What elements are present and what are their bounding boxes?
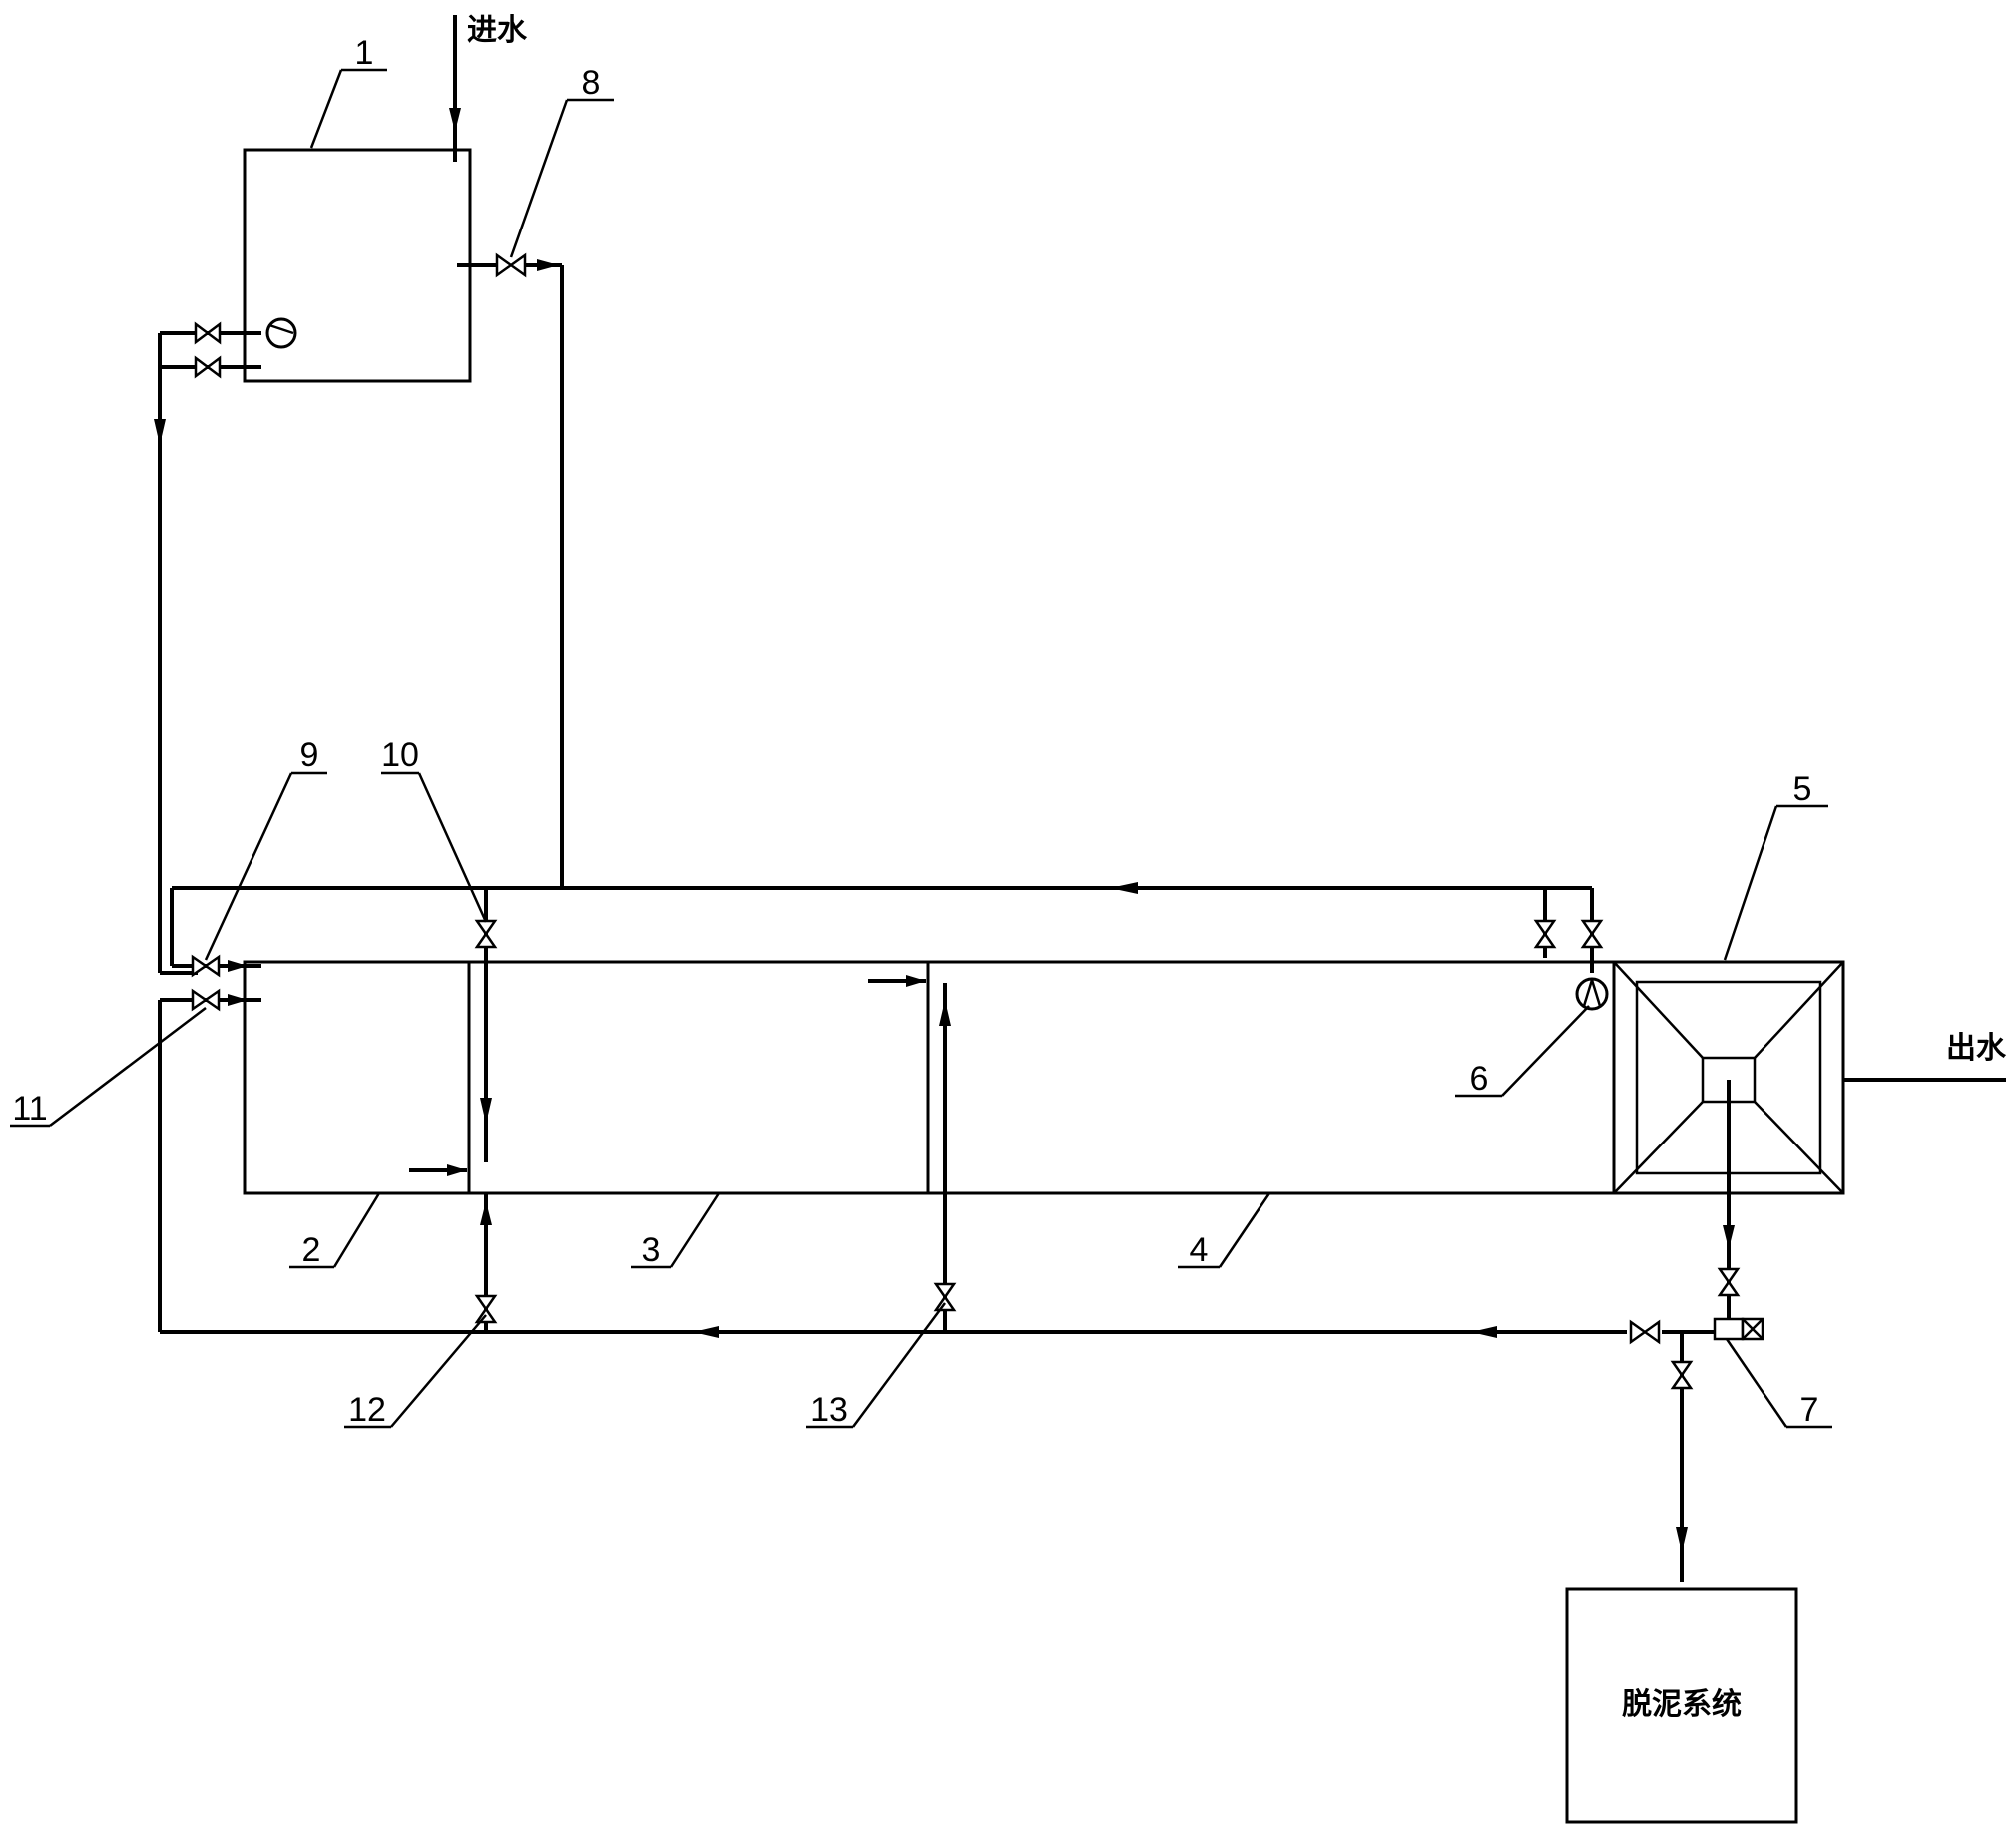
number-labels: 1 8 9 10 5 6 11 2 3 4 12 13 7 <box>12 34 1818 1429</box>
valve-tank1-lower[interactable] <box>194 355 222 379</box>
tank2-inner-arrow <box>409 1164 467 1176</box>
outlet-label: 出水 <box>1946 1031 2007 1066</box>
valve-sludge-drain[interactable] <box>1717 1267 1741 1297</box>
tank-1-outlets <box>154 331 261 975</box>
valve-8[interactable] <box>495 252 527 278</box>
label-2: 2 <box>302 1231 321 1269</box>
valve-9[interactable] <box>191 954 221 978</box>
bottom-return-pipe <box>160 1326 1715 1338</box>
label-1: 1 <box>355 34 374 72</box>
label-11: 11 <box>12 1090 47 1128</box>
valve-sludge-system[interactable] <box>1670 1360 1694 1390</box>
valve-6-left[interactable] <box>1533 919 1557 949</box>
label-7: 7 <box>1800 1391 1819 1429</box>
valve-tank1-upper[interactable] <box>194 321 222 345</box>
valve-11[interactable] <box>191 988 221 1012</box>
label-10: 10 <box>381 736 419 774</box>
label-9: 9 <box>300 736 319 774</box>
sludge-system-box <box>1565 1587 1798 1824</box>
top-header-pipe <box>170 882 1594 973</box>
valve-13[interactable] <box>933 1282 957 1312</box>
inlet-label: 进水 <box>467 13 528 48</box>
leader-lines <box>10 68 1832 1429</box>
valve-7-line[interactable] <box>1629 1319 1661 1345</box>
pump-6-icon <box>1575 977 1609 1011</box>
label-12: 12 <box>348 1391 386 1429</box>
label-3: 3 <box>642 1231 661 1269</box>
label-13: 13 <box>810 1391 848 1429</box>
label-8: 8 <box>582 64 601 102</box>
label-5: 5 <box>1793 770 1812 808</box>
pipe-valve-13 <box>939 983 951 1332</box>
inlet-manifold-9-11 <box>158 960 261 1332</box>
label-4: 4 <box>1190 1231 1209 1269</box>
valve-6-right[interactable] <box>1580 919 1604 949</box>
tank-row <box>243 960 1616 1195</box>
sludge-system-label: 脱泥系统 <box>1622 1687 1742 1722</box>
valve-10[interactable] <box>474 919 498 949</box>
pump-7-icon <box>1713 1317 1764 1341</box>
overflow-pipe-8 <box>457 259 564 888</box>
valve-12[interactable] <box>474 1294 498 1324</box>
label-6: 6 <box>1470 1060 1489 1098</box>
inlet-pipe <box>449 15 461 162</box>
pump-tank1-icon <box>265 317 297 349</box>
tank3-inner-arrow <box>868 975 926 987</box>
